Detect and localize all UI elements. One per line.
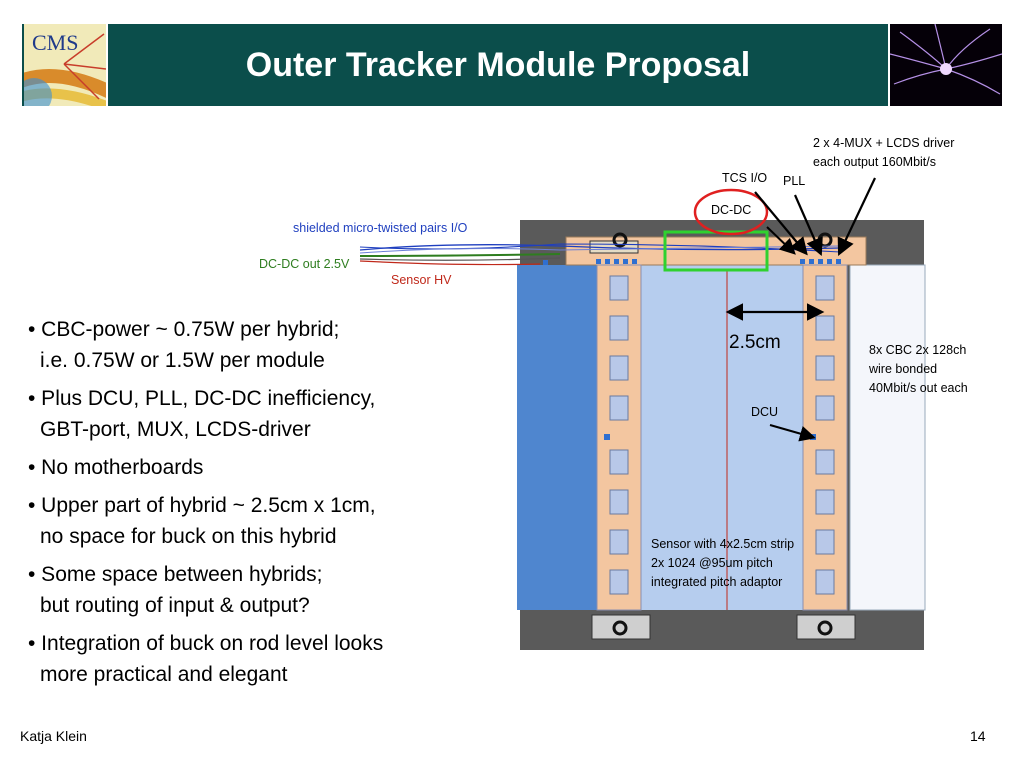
- cbc-label-1: 8x CBC 2x 128ch: [869, 343, 966, 357]
- sensor-label-1: Sensor with 4x2.5cm strip: [651, 537, 794, 551]
- bullet-line-continued: no space for buck on this hybrid: [40, 525, 337, 548]
- right-cbc-chips: [815, 275, 835, 595]
- bullet-line: • Upper part of hybrid ~ 2.5cm x 1cm,: [28, 494, 376, 517]
- bullet-line: • Integration of buck on rod level looks: [28, 632, 384, 655]
- pll-label: PLL: [783, 174, 805, 188]
- title-bar: [22, 24, 1000, 106]
- arrow-mux: [837, 177, 876, 256]
- dcdc-highlight-circle: [693, 188, 769, 236]
- dcu-label: DCU: [751, 405, 778, 419]
- page-number: 14: [970, 728, 986, 744]
- bullet-line-continued: GBT-port, MUX, LCDS-driver: [40, 418, 311, 441]
- mount-hole: [612, 232, 628, 248]
- arrow-dcdc: [766, 226, 796, 255]
- bullet-item: • Some space between hybrids; but routin…: [28, 559, 498, 621]
- mux-label-2: each output 160Mbit/s: [813, 155, 936, 169]
- bullet-item: • No motherboards: [28, 452, 498, 483]
- arrow-tcs: [754, 191, 808, 256]
- mount-hole: [817, 620, 833, 636]
- cbc-label-3: 40Mbit/s out each: [869, 381, 968, 395]
- cable-connector: [543, 260, 548, 265]
- sensor-middle: [640, 265, 805, 610]
- left-cbc-chips: [609, 275, 629, 595]
- bullet-list: • CBC-power ~ 0.75W per hybrid; i.e. 0.7…: [28, 314, 498, 697]
- bullet-line-continued: i.e. 0.75W or 1.5W per module: [40, 349, 325, 372]
- page-title: Outer Tracker Module Proposal: [245, 45, 751, 84]
- dcdc-out-label: DC-DC out 2.5V: [259, 257, 350, 271]
- bullet-line-continued: but routing of input & output?: [40, 594, 310, 617]
- mount-hole: [612, 620, 628, 636]
- sensor-label-2: 2x 1024 @95um pitch: [651, 556, 773, 570]
- bullet-line: • CBC-power ~ 0.75W per hybrid;: [28, 318, 340, 341]
- cms-logo: CMS: [24, 24, 108, 106]
- tcs-label: TCS I/O: [722, 171, 767, 185]
- sensor-label-3: integrated pitch adaptor: [651, 575, 782, 589]
- arrow-dcu: [769, 424, 816, 442]
- bullet-item: • Plus DCU, PLL, DC-DC inefficiency, GBT…: [28, 383, 498, 445]
- arrow-pll: [793, 194, 823, 257]
- bullet-item: • Upper part of hybrid ~ 2.5cm x 1cm, no…: [28, 490, 498, 552]
- bullet-item: • Integration of buck on rod level looks…: [28, 628, 498, 690]
- mux-label-1: 2 x 4-MUX + LCDS driver: [813, 136, 954, 150]
- bullet-item: • CBC-power ~ 0.75W per hybrid; i.e. 0.7…: [28, 314, 498, 376]
- top-chips: [596, 259, 841, 264]
- bullet-line: • No motherboards: [28, 456, 204, 479]
- bullet-line: • Plus DCU, PLL, DC-DC inefficiency,: [28, 387, 376, 410]
- cms-logo-text: CMS: [32, 30, 78, 55]
- left-dcu: [604, 434, 610, 440]
- width-label: 2.5cm: [729, 332, 781, 353]
- sensor-right: [849, 264, 926, 611]
- cables: [359, 243, 841, 266]
- twisted-pairs-label: shielded micro-twisted pairs I/O: [293, 221, 468, 235]
- dcdc-label: DC-DC: [711, 203, 751, 217]
- sensor-left: [517, 265, 597, 610]
- plasma-image: [888, 24, 1002, 106]
- bullet-line-continued: more practical and elegant: [40, 663, 288, 686]
- cbc-label-2: wire bonded: [868, 362, 937, 376]
- sensor-hv-label: Sensor HV: [391, 273, 452, 287]
- bullet-line: • Some space between hybrids;: [28, 563, 323, 586]
- footer-author: Katja Klein: [20, 728, 87, 744]
